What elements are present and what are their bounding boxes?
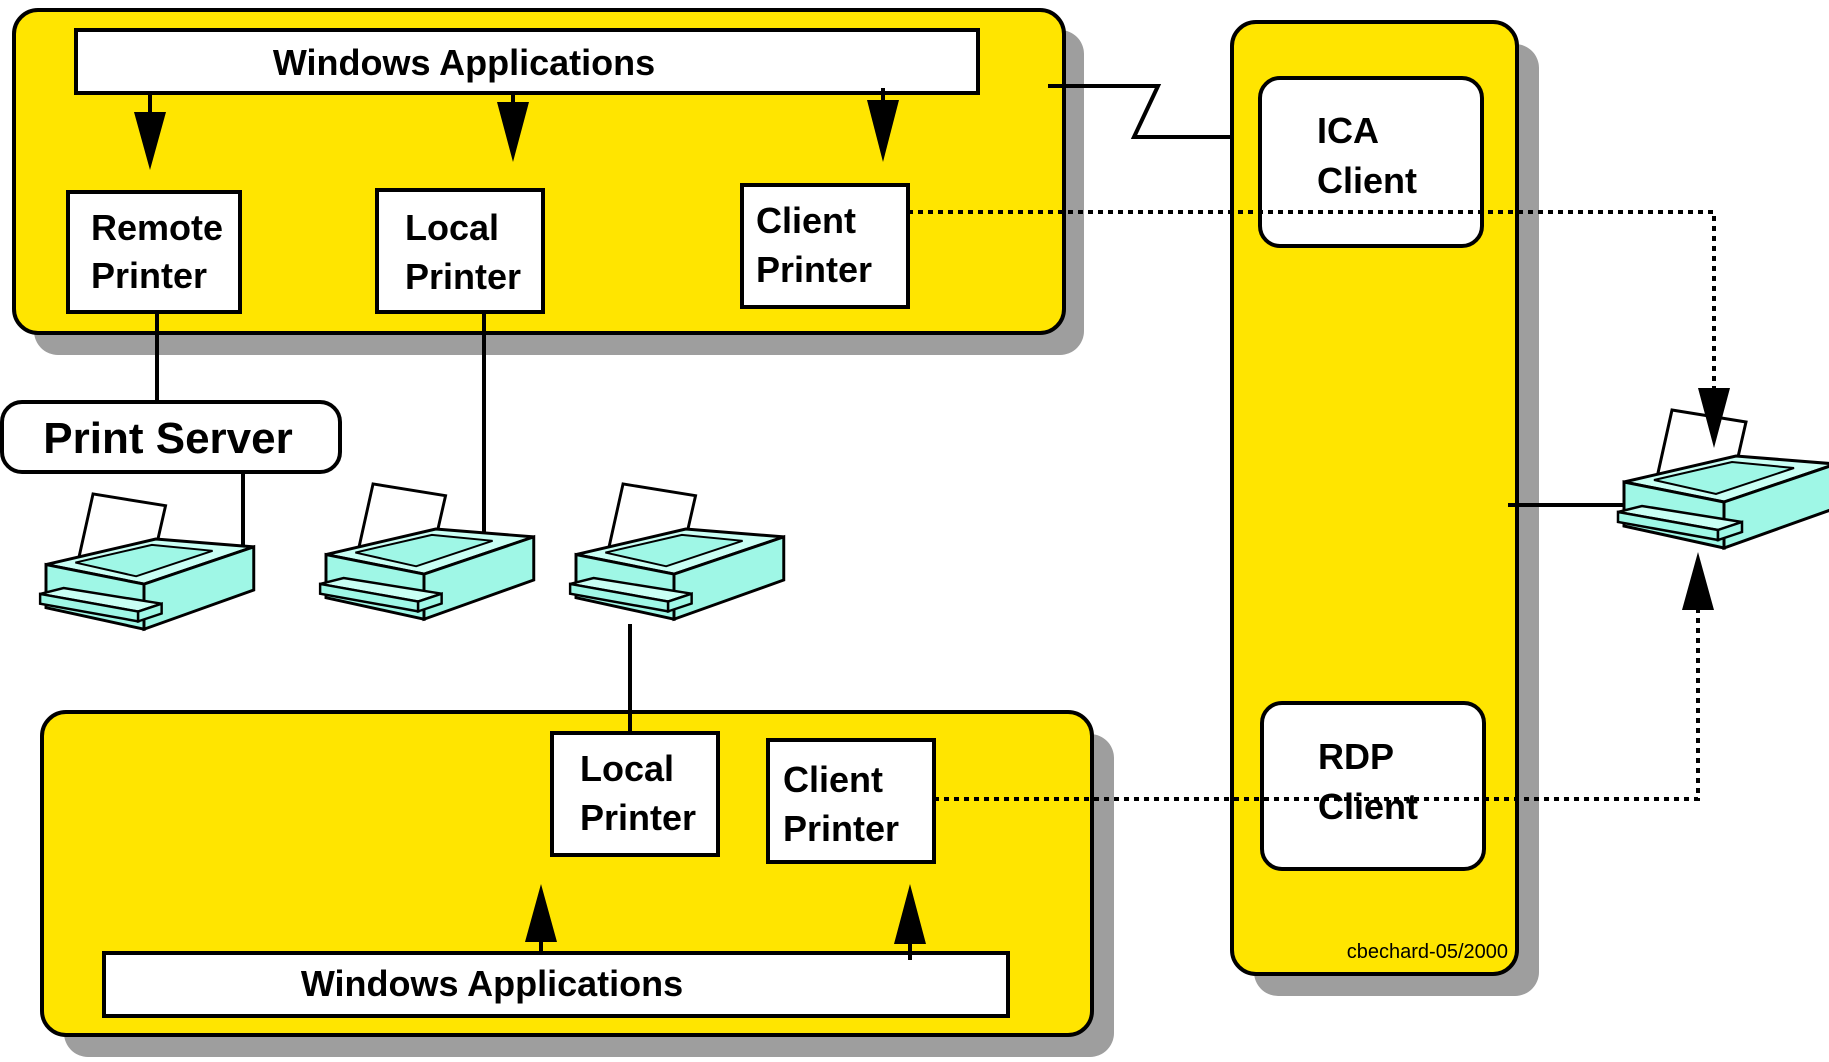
rdp-client-printing-path	[934, 600, 1700, 801]
printer-icon	[1616, 408, 1829, 550]
upper-arrow-remote	[134, 93, 166, 170]
upper-arrow-local	[497, 93, 529, 162]
upper-local-printer-label-line2: Printer	[405, 256, 521, 297]
network-link	[1048, 84, 1232, 139]
arrow-down-icon	[1698, 388, 1730, 448]
rdp-client-label-line1: RDP	[1318, 736, 1394, 777]
ica-client-label-line1: ICA	[1317, 110, 1379, 151]
lower-arrow-client	[894, 884, 926, 960]
lower-client-printer-label-line2: Printer	[783, 808, 899, 849]
author-credit: cbechard-05/2000	[1347, 941, 1508, 963]
printer-icon	[38, 492, 256, 631]
lower-windows-applications-bar	[102, 951, 1010, 1018]
arrow-down-icon	[867, 100, 899, 162]
remote-printer-label-line2: Printer	[91, 255, 207, 296]
arrow-up-icon	[1682, 552, 1714, 610]
ica-client-label-line2: Client	[1317, 160, 1417, 201]
print-server-label: Print Server	[43, 414, 292, 463]
upper-windows-applications-label: Windows Applications	[273, 42, 655, 83]
upper-arrow-client	[867, 88, 899, 162]
arrow-up-icon	[525, 884, 557, 942]
upper-client-printer-box	[740, 183, 910, 309]
lower-arrow-local	[525, 884, 557, 953]
upper-local-printer-box	[375, 188, 545, 314]
remote-printer-label-line1: Remote	[91, 207, 223, 248]
upper-client-printer-label-line1: Client	[756, 200, 856, 241]
lower-windows-applications-label: Windows Applications	[301, 963, 683, 1004]
lower-client-printer-label-line1: Client	[783, 759, 883, 800]
rdp-client-box	[1260, 701, 1486, 871]
lower-local-printer-label-line1: Local	[580, 748, 674, 789]
ica-client-box	[1258, 76, 1484, 248]
arrow-up-icon	[894, 884, 926, 944]
arrow-down-icon	[134, 112, 166, 170]
upper-windows-applications-bar	[74, 28, 980, 95]
upper-client-printer-label-line2: Printer	[756, 249, 872, 290]
lower-local-printer-label-line2: Printer	[580, 797, 696, 838]
arrow-down-icon	[497, 102, 529, 162]
upper-local-printer-label-line1: Local	[405, 207, 499, 248]
printer-icon	[568, 482, 786, 621]
printer-icon	[318, 482, 536, 621]
lower-local-printer-box	[550, 731, 720, 857]
print-server-box	[0, 400, 342, 474]
rdp-client-label-line2: Client	[1318, 786, 1418, 827]
remote-printer-box	[66, 190, 242, 314]
